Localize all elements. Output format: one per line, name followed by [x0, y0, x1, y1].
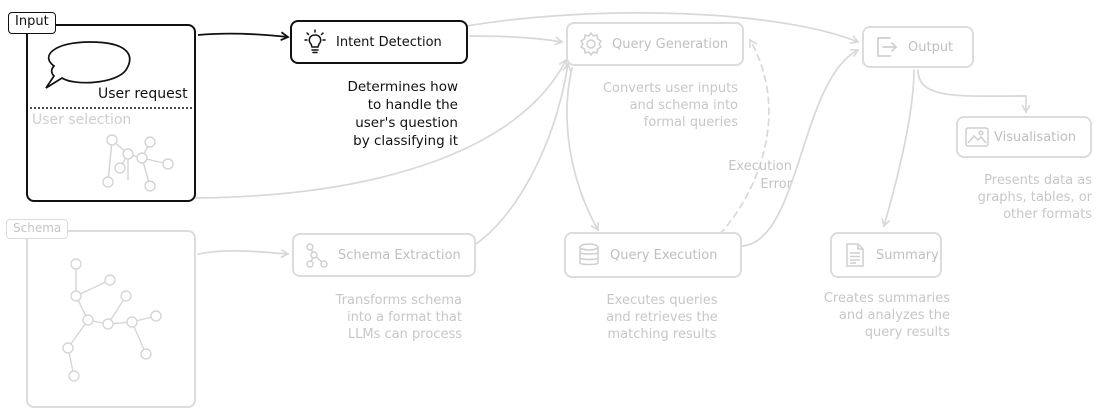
lightbulb-icon: [304, 29, 326, 54]
schema-extraction-node[interactable]: Schema Extraction: [292, 233, 476, 277]
summary-label: Summary: [876, 247, 939, 263]
output-node[interactable]: Output: [862, 26, 974, 68]
intent-detection-label: Intent Detection: [336, 34, 442, 50]
query-execution-node[interactable]: Query Execution: [564, 232, 742, 278]
visualisation-node[interactable]: Visualisation: [956, 116, 1092, 158]
summary-node[interactable]: Summary: [830, 232, 942, 278]
query-generation-node[interactable]: Query Generation: [566, 22, 744, 66]
input-tag: Input: [8, 12, 56, 34]
arrow-output-to-summary: [881, 69, 915, 228]
arrow-intent-to-output: [465, 12, 860, 44]
speech-bubble-icon: [45, 41, 131, 89]
schema-extraction-label: Schema Extraction: [338, 247, 461, 263]
visualisation-label: Visualisation: [994, 129, 1077, 145]
intent-detection-node[interactable]: Intent Detection: [290, 20, 468, 64]
arrow-schema-to-extraction: [197, 248, 290, 259]
image-icon: [965, 127, 989, 147]
query-generation-label: Query Generation: [612, 36, 729, 52]
user-request-label: User request: [98, 86, 188, 102]
database-icon: [579, 243, 599, 266]
query-execution-label: Query Execution: [610, 247, 718, 263]
visualisation-description: Presents data as graphs, tables, or othe…: [977, 173, 1092, 222]
arrow-input-to-query-generation: [195, 58, 568, 199]
schema-tag: Schema: [6, 219, 69, 239]
output-label: Output: [908, 39, 954, 55]
exit-arrow-icon: [877, 37, 898, 57]
schema-extraction-description: Transforms schema into a format that LLM…: [335, 293, 462, 342]
arrow-execution-to-output: [741, 48, 860, 247]
schema-extraction-icon: [306, 243, 328, 268]
summary-description: Creates summaries and analyzes the query…: [823, 291, 950, 340]
execution-error-label: Execution Error: [728, 159, 792, 192]
query-execution-description: Executes queries and retrieves the match…: [606, 293, 718, 342]
arrow-extraction-to-query-generation: [475, 62, 572, 245]
arrow-input-to-intent: [197, 31, 290, 42]
input-panel: [26, 24, 196, 202]
user-selection-graph-icon: [102, 134, 174, 192]
dotted-divider: [30, 107, 192, 109]
intent-detection-description: Determines how to handle the user's ques…: [347, 79, 458, 149]
query-generation-description: Converts user inputs and schema into for…: [602, 81, 738, 130]
arrow-query-generation-to-execution: [566, 67, 599, 232]
document-icon: [846, 243, 864, 267]
arrow-execution-error: [719, 38, 770, 235]
arrow-output-to-visualisation: [917, 69, 1031, 114]
gear-icon: [579, 31, 603, 57]
schema-graph-icon: [62, 258, 162, 382]
user-selection-label: User selection: [32, 112, 132, 128]
arrow-intent-to-query-generation: [469, 35, 564, 46]
